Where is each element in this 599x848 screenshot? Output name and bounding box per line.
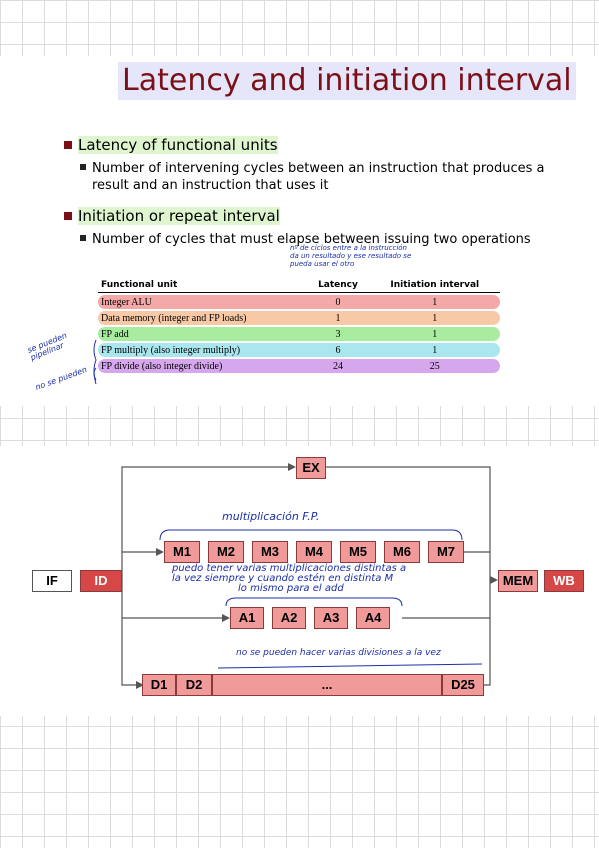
handwritten-note-multi-issue: puedo tener varias multiplicaciones dist… bbox=[172, 564, 406, 594]
pipeline-wires bbox=[121, 463, 498, 689]
cell-unit: FP add bbox=[98, 327, 307, 341]
wire-to-div bbox=[121, 580, 136, 686]
stage-divide-ellipsis: ... bbox=[212, 674, 442, 696]
slide-latency: Latency and initiation interval Latency … bbox=[0, 56, 599, 406]
bullet-square-icon bbox=[80, 164, 86, 170]
cell-latency: 6 bbox=[306, 343, 370, 357]
wire-from-ex bbox=[320, 466, 491, 580]
cell-latency: 0 bbox=[306, 295, 370, 309]
cell-unit: FP divide (also integer divide) bbox=[98, 359, 307, 373]
stage-if: IF bbox=[32, 570, 72, 592]
note-line: lo mismo para el add bbox=[238, 583, 344, 594]
sub-latency-line1: Number of intervening cycles between an … bbox=[92, 161, 545, 176]
sub-bullet-latency: Number of intervening cycles between an … bbox=[80, 160, 544, 194]
handwritten-note-mult: multiplicación F.P. bbox=[222, 510, 320, 523]
cell-unit: Data memory (integer and FP loads) bbox=[98, 311, 307, 325]
stage-m6: M6 bbox=[384, 541, 420, 563]
arrow-icon bbox=[288, 463, 296, 471]
slide-title: Latency and initiation interval bbox=[118, 62, 576, 100]
arrow-icon bbox=[156, 548, 164, 556]
cell-latency: 1 bbox=[306, 311, 370, 325]
stage-mem: MEM bbox=[498, 570, 538, 592]
sub-latency-line2: result and an instruction that uses it bbox=[92, 178, 329, 193]
stage-ex: EX bbox=[296, 457, 326, 479]
bullet-initiation-text: Initiation or repeat interval bbox=[78, 207, 280, 225]
note-line: da un resultado y ese resultado se bbox=[290, 252, 412, 260]
stage-d2: D2 bbox=[176, 674, 212, 696]
cell-latency: 24 bbox=[306, 359, 370, 373]
note-line: pueda usar el otro bbox=[290, 260, 355, 268]
handwritten-underline bbox=[217, 663, 483, 669]
stage-m5: M5 bbox=[340, 541, 376, 563]
bullet-square-icon bbox=[64, 141, 72, 149]
stage-a4: A4 bbox=[356, 607, 390, 629]
stage-m1: M1 bbox=[164, 541, 200, 563]
stage-d1: D1 bbox=[142, 674, 176, 696]
cell-interval: 25 bbox=[369, 359, 500, 373]
wire-from-div bbox=[484, 580, 491, 686]
cell-interval: 1 bbox=[369, 311, 500, 325]
handwritten-note-latency: nº de ciclos entre a la instrucción da u… bbox=[290, 244, 411, 268]
bullet-latency-text: Latency of functional units bbox=[78, 136, 278, 154]
stage-wb: WB bbox=[544, 570, 584, 592]
sub-bullet-initiation: Number of cycles that must elapse betwee… bbox=[80, 231, 531, 248]
stage-a3: A3 bbox=[314, 607, 348, 629]
cell-unit: FP multiply (also integer multiply) bbox=[98, 343, 307, 357]
stage-a2: A2 bbox=[272, 607, 306, 629]
brace-annotations bbox=[93, 339, 97, 385]
stage-d25: D25 bbox=[442, 674, 484, 696]
note-line: puedo tener varias multiplicaciones dist… bbox=[172, 563, 407, 574]
brace-icon bbox=[93, 367, 97, 381]
header-latency: Latency bbox=[306, 278, 370, 293]
table-header-row: Functional unit Latency Initiation inter… bbox=[98, 278, 500, 293]
stage-a1: A1 bbox=[230, 607, 264, 629]
handwritten-note-div: no se pueden hacer varias divisiones a l… bbox=[236, 648, 441, 658]
header-unit: Functional unit bbox=[98, 278, 307, 293]
cell-latency: 3 bbox=[306, 327, 370, 341]
arrow-icon bbox=[222, 614, 230, 622]
bullet-square-icon bbox=[80, 235, 86, 241]
stage-id: ID bbox=[80, 570, 122, 592]
stage-m2: M2 bbox=[208, 541, 244, 563]
bullet-square-icon bbox=[64, 212, 72, 220]
cell-unit: Integer ALU bbox=[98, 295, 307, 309]
handwritten-arc bbox=[225, 597, 403, 607]
arrow-icon bbox=[136, 681, 144, 689]
wire-to-ex bbox=[121, 466, 288, 580]
cell-interval: 1 bbox=[369, 343, 500, 357]
stage-m7: M7 bbox=[428, 541, 464, 563]
note-line: nº de ciclos entre a la instrucción bbox=[290, 244, 407, 252]
handwritten-arc bbox=[159, 529, 463, 541]
bullet-latency: Latency of functional units bbox=[64, 136, 278, 154]
arrow-icon bbox=[490, 576, 498, 584]
sub-initiation-text: Number of cycles that must elapse betwee… bbox=[92, 232, 531, 247]
functional-unit-table: Functional unit Latency Initiation inter… bbox=[98, 276, 500, 375]
note-line: la vez siempre y cuando estén en distint… bbox=[172, 573, 394, 584]
header-interval: Initiation interval bbox=[369, 278, 500, 293]
cell-interval: 1 bbox=[369, 295, 500, 309]
cell-interval: 1 bbox=[369, 327, 500, 341]
bullet-initiation: Initiation or repeat interval bbox=[64, 207, 280, 225]
stage-m3: M3 bbox=[252, 541, 288, 563]
stage-m4: M4 bbox=[296, 541, 332, 563]
